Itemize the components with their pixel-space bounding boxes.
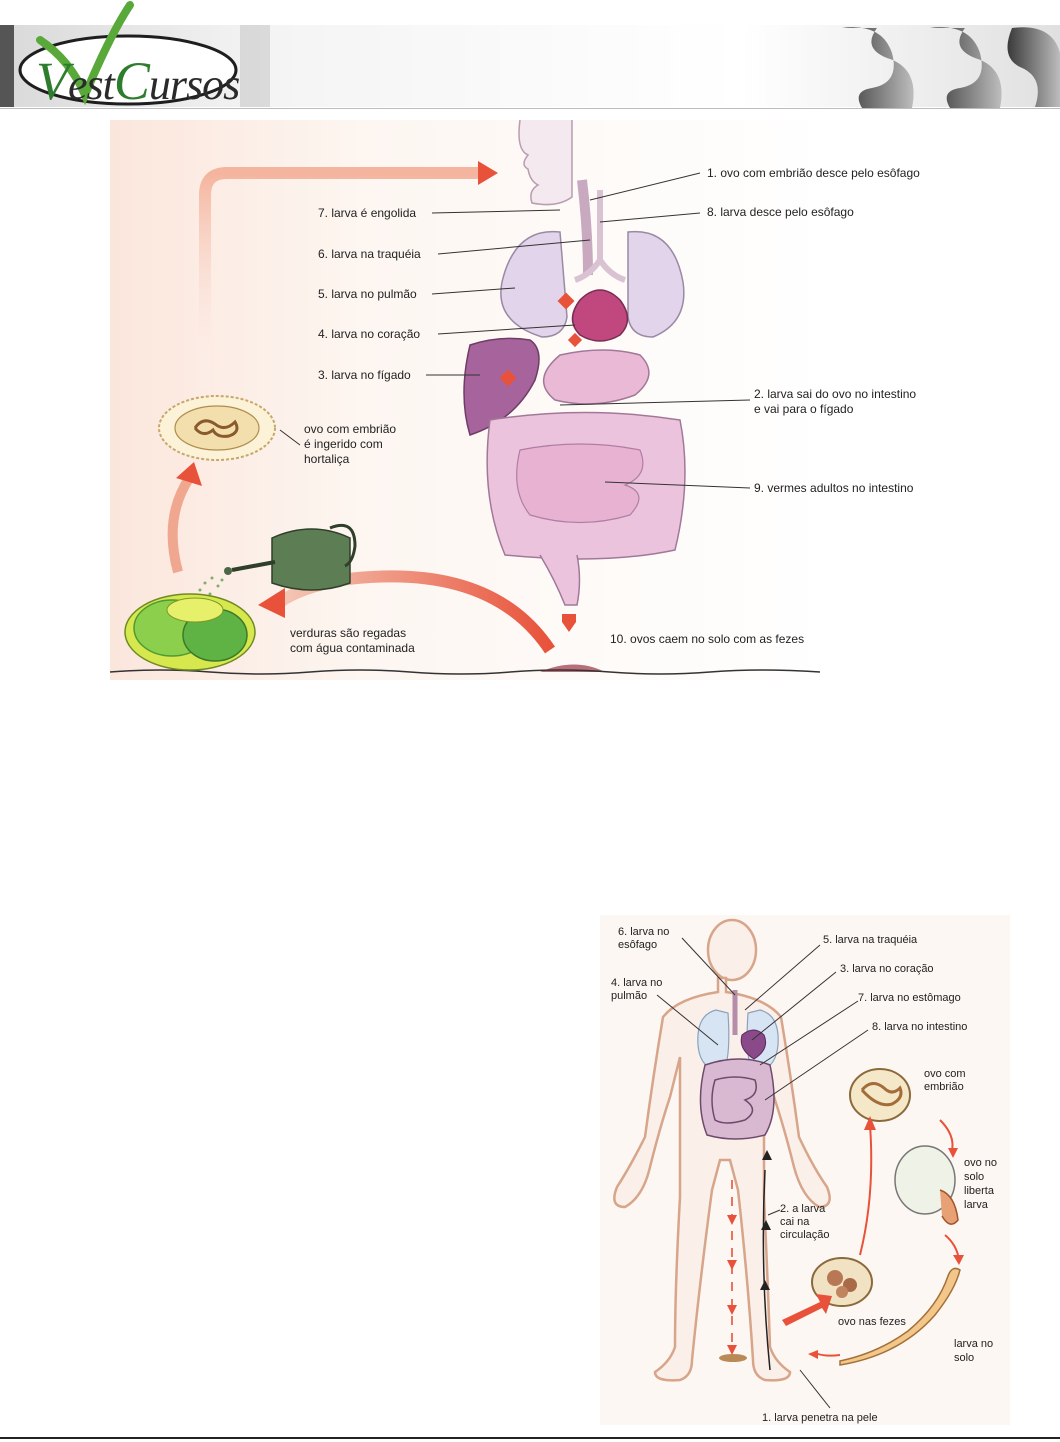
feces-2: [719, 1354, 747, 1362]
arrowhead-to-egg-embryo: [864, 1116, 876, 1130]
return-arrow-path: [199, 167, 478, 400]
rectum: [539, 554, 581, 606]
logo-initial-v: V: [36, 51, 69, 111]
egg-embryo-2-icon: [849, 1068, 911, 1122]
stomach: [543, 349, 650, 405]
feces-descent-arrowheads: [727, 1215, 737, 1355]
small-intestine: [516, 443, 644, 524]
label2-7-stomach: 7. larva no estômago: [858, 992, 961, 1004]
egg-with-embryo-icon: [158, 395, 276, 461]
arrowhead-larva-to-skin: [808, 1350, 818, 1359]
label2-soil-line1: ovo no: [964, 1157, 997, 1169]
label-2-larva-intestine-line2: e vai para o fígado: [754, 402, 854, 416]
logo-initial-c: C: [113, 51, 150, 111]
arrow-liver: [499, 369, 517, 387]
label2-soil-line2: solo: [964, 1171, 984, 1183]
feces-to-veg-arrowhead: [258, 588, 285, 618]
diagram1-leader-lines: [279, 172, 751, 489]
diagram2-leader-lines: [656, 937, 869, 1409]
arrow-heart-to-liver: [567, 332, 583, 348]
label2-8-intestine: 8. larva no intestino: [872, 1021, 967, 1033]
arrowhead-to-egg-soil: [948, 1148, 958, 1158]
heart-2: [740, 1029, 767, 1060]
arrow-lung-to-heart: [557, 292, 575, 310]
arrowhead-to-larva: [953, 1255, 964, 1265]
footer-rule: [0, 1437, 1060, 1439]
return-arrow-head: [478, 161, 498, 185]
label2-2-circulation-line3: circulação: [780, 1229, 830, 1241]
label2-5-trachea: 5. larva na traquéia: [823, 934, 918, 946]
feces-down-arrow: [562, 614, 576, 632]
label-veg-watered-line2: com água contaminada: [290, 641, 415, 655]
label-3-larva-liver: 3. larva no fígado: [318, 368, 411, 382]
lung-right: [627, 230, 685, 338]
logo-word-est: est: [68, 60, 115, 109]
larva-soil-2-icon: [839, 1267, 961, 1366]
label2-4-lung-line1: 4. larva no: [611, 977, 662, 989]
small-intestine-2: [711, 1076, 757, 1124]
label-10-eggs-soil: 10. ovos caem no solo com as fezes: [610, 632, 804, 646]
head-profile: [518, 119, 573, 206]
label2-6-esophagus-line1: 6. larva no: [618, 926, 669, 938]
label-9-adult-worms: 9. vermes adultos no intestino: [754, 481, 914, 495]
logo-word-ursos: ursos: [148, 60, 240, 109]
header-rule: [0, 108, 1060, 109]
label-egg-ingested-line1: ovo com embrião: [304, 422, 396, 436]
human-body-outline: [613, 918, 831, 1382]
label-1-egg-esophagus: 1. ovo com embrião desce pelo esôfago: [707, 166, 920, 180]
header-left-bar: [0, 25, 14, 107]
water-drops: [198, 576, 224, 596]
label-5-larva-lung: 5. larva no pulmão: [318, 287, 417, 301]
label2-4-lung-line2: pulmão: [611, 990, 647, 1002]
label-6-larva-trachea: 6. larva na traquéia: [318, 247, 421, 261]
label2-egg-feces: ovo nas fezes: [838, 1316, 906, 1328]
label2-soil-line3: liberta: [964, 1185, 995, 1197]
logo-wordmark: VestCursos: [36, 50, 240, 112]
arrow-to-egg-feces: [782, 1294, 832, 1326]
label2-soil-line4: larva: [964, 1199, 989, 1211]
veg-to-egg-arrow: [167, 474, 195, 574]
logo-ellipse: [18, 34, 238, 106]
circulation-path: [762, 1169, 771, 1371]
label-2-larva-intestine-line1: 2. larva sai do ovo no intestino: [754, 387, 916, 401]
label-4-larva-heart: 4. larva no coração: [318, 327, 420, 341]
veg-to-egg-arrowhead: [176, 462, 202, 486]
label2-1-skin: 1. larva penetra na pele: [762, 1412, 878, 1424]
circulation-arrowheads: [760, 1150, 772, 1290]
label2-3-heart: 3. larva no coração: [840, 963, 934, 975]
label-egg-ingested-line2: é ingerido com: [304, 437, 383, 451]
ground-line: [109, 669, 821, 675]
label2-larva-soil-line2: solo: [954, 1352, 974, 1364]
heart: [571, 289, 629, 342]
egg-soil-2-icon: [894, 1145, 959, 1225]
label-7-larva-swallowed: 7. larva é engolida: [318, 206, 416, 220]
label2-6-esophagus-line2: esôfago: [618, 939, 657, 951]
liver: [463, 337, 540, 436]
header-graphics: [0, 1, 1060, 109]
trachea: [573, 190, 627, 283]
label2-2-circulation-line1: 2. a larva: [780, 1203, 826, 1215]
label2-larva-soil-line1: larva no: [954, 1338, 993, 1350]
logo-check-icon: [36, 1, 134, 106]
watering-can-icon: [224, 523, 357, 591]
egg-feces-2-icon: [811, 1257, 873, 1307]
label-egg-ingested-line3: hortaliça: [304, 452, 350, 466]
lettuce-icon: [124, 593, 256, 671]
feces-to-veg-arrow: [276, 570, 555, 654]
esophagus: [577, 179, 593, 276]
label2-egg-embryo-line2: embrião: [924, 1081, 964, 1093]
header-s-shape-1: [842, 27, 914, 109]
label2-egg-embryo-line1: ovo com: [924, 1068, 966, 1080]
lung-left: [500, 230, 568, 338]
header-s-shape-2: [930, 27, 1002, 109]
header-divider: [240, 25, 270, 107]
label-veg-watered-line1: verduras são regadas: [290, 626, 406, 640]
label2-2-circulation-line2: cai na: [780, 1216, 810, 1228]
label-8-larva-esophagus: 8. larva desce pelo esôfago: [707, 205, 854, 219]
header-s-shape-3: [1007, 27, 1060, 108]
page-header: VestCursos: [0, 0, 1060, 112]
